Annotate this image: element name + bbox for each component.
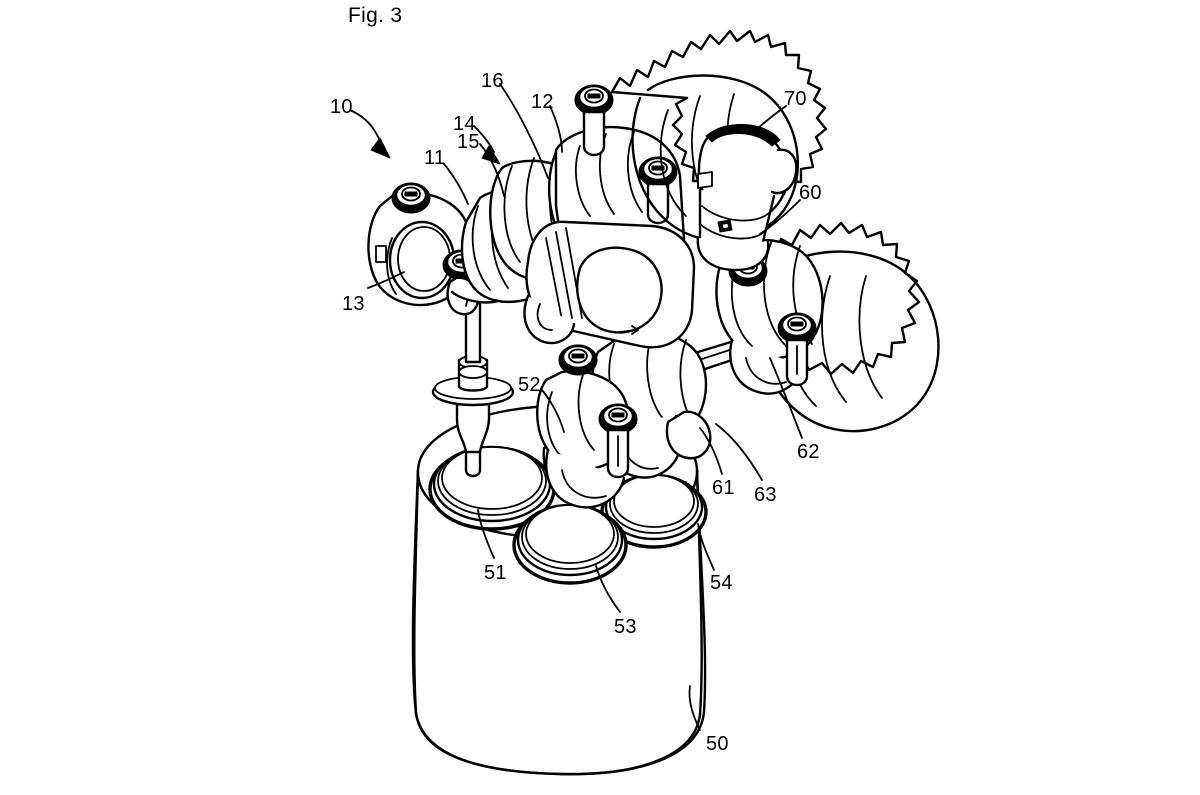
bolt-center-lower-lower: [598, 403, 638, 435]
rocker-arm-center-lower-group: [536, 344, 638, 509]
bolt-housing-mid: [638, 156, 678, 188]
ref-numeral-11: 11: [424, 147, 446, 169]
valve-seat-bore-left: [428, 445, 556, 531]
ref-numeral-50: 50: [706, 733, 729, 755]
valve-seat-bore-right: [600, 473, 708, 549]
ref-numeral-13: 13: [342, 293, 365, 315]
ref-numeral-60: 60: [799, 182, 822, 204]
leader-lines: [349, 83, 803, 731]
ref-numeral-51: 51: [484, 562, 507, 584]
ref-numeral-15: 15: [457, 131, 480, 153]
valve-stem-left-group: [431, 298, 515, 478]
ref-numeral-53: 53: [614, 616, 637, 638]
bolt-housing-top: [574, 84, 614, 116]
ref-numeral-61: 61: [712, 477, 735, 499]
bolt-left-rocker-upper: [391, 182, 431, 214]
ref-numeral-62: 62: [797, 441, 820, 463]
ref-numeral-16: 16: [481, 70, 504, 92]
ref-numeral-12: 12: [531, 91, 554, 113]
bolt-center-lower-upper: [558, 344, 598, 376]
ref-numeral-52: 52: [518, 374, 541, 396]
camshaft-housing-group: [523, 84, 696, 349]
ref-numeral-54: 54: [710, 572, 733, 594]
bolt-right-rocker-lower: [777, 312, 817, 344]
ref-numeral-14: 14: [453, 113, 476, 135]
valve-seat-bore-front: [512, 503, 628, 585]
ref-numeral-10: 10: [330, 96, 353, 118]
ref-numeral-70: 70: [784, 88, 807, 110]
ref-numeral-63: 63: [754, 484, 777, 506]
figure-caption: Fig. 3: [348, 4, 403, 27]
fuel-injector-group: [696, 124, 798, 272]
